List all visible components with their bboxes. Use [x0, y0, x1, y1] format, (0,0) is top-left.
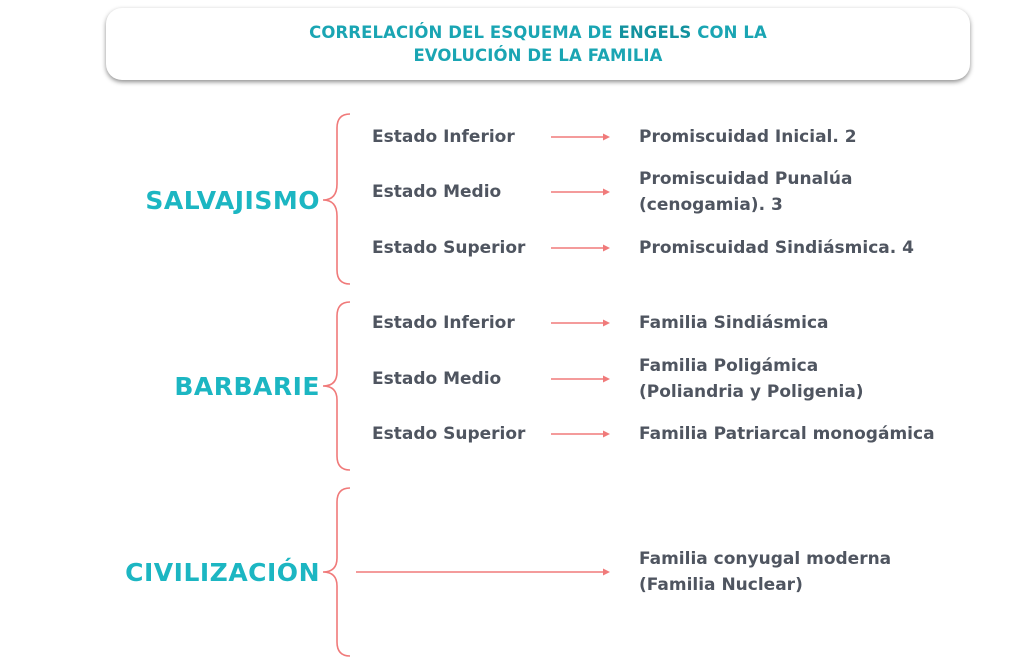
- result-line: (Poliandria y Poligenia): [639, 382, 864, 402]
- result-line: Promiscuidad Sindiásmica. 4: [639, 238, 914, 258]
- result-line: Promiscuidad Punalúa: [639, 169, 853, 189]
- result-salvajismo-medio: Promiscuidad Punalúa (cenogamia). 3: [639, 166, 852, 218]
- result-barbarie-medio: Familia Poligámica (Poliandria y Poligen…: [639, 353, 864, 405]
- arrow-barbarie-superior: [551, 430, 610, 438]
- result-line: Familia Sindiásmica: [639, 313, 829, 333]
- title-line-2: EVOLUCIÓN DE LA FAMILIA: [413, 46, 663, 65]
- result-salvajismo-superior: Promiscuidad Sindiásmica. 4: [639, 235, 914, 261]
- result-barbarie-inferior: Familia Sindiásmica: [639, 310, 829, 336]
- arrow-salvajismo-superior: [551, 244, 610, 252]
- row-label-salvajismo-medio: Estado Medio: [372, 182, 502, 202]
- arrow-civilizacion: [356, 568, 610, 576]
- row-label-barbarie-superior: Estado Superior: [372, 424, 526, 444]
- title-highlight: ENGELS: [618, 23, 692, 42]
- title-line-1: CORRELACIÓN DEL ESQUEMA DE ENGELS CON LA: [309, 21, 767, 44]
- title-box: CORRELACIÓN DEL ESQUEMA DE ENGELS CON LA…: [106, 8, 970, 80]
- result-salvajismo-inferior: Promiscuidad Inicial. 2: [639, 124, 857, 150]
- result-line: Familia Patriarcal monogámica: [639, 424, 935, 444]
- result-line: Familia conyugal moderna: [639, 549, 892, 569]
- row-label-salvajismo-inferior: Estado Inferior: [372, 127, 515, 147]
- stage-civilizacion: CIVILIZACIÓN: [125, 558, 320, 587]
- title-line-1-after: CON LA: [691, 23, 767, 42]
- stage-salvajismo: SALVAJISMO: [145, 186, 320, 215]
- stage-barbarie: BARBARIE: [174, 372, 320, 401]
- result-line: (cenogamia). 3: [639, 195, 783, 215]
- row-label-barbarie-medio: Estado Medio: [372, 369, 502, 389]
- arrow-salvajismo-inferior: [551, 133, 610, 141]
- row-label-salvajismo-superior: Estado Superior: [372, 238, 526, 258]
- result-civilizacion: Familia conyugal moderna (Familia Nuclea…: [639, 546, 891, 598]
- result-line: Familia Poligámica: [639, 356, 819, 376]
- result-line: (Familia Nuclear): [639, 575, 803, 595]
- arrow-salvajismo-medio: [551, 188, 610, 196]
- arrow-barbarie-medio: [551, 375, 610, 383]
- result-line: Promiscuidad Inicial. 2: [639, 127, 857, 147]
- row-label-barbarie-inferior: Estado Inferior: [372, 313, 515, 333]
- title-line-1-before: CORRELACIÓN DEL ESQUEMA DE: [309, 23, 619, 42]
- arrow-barbarie-inferior: [551, 319, 610, 327]
- result-barbarie-superior: Familia Patriarcal monogámica: [639, 421, 935, 447]
